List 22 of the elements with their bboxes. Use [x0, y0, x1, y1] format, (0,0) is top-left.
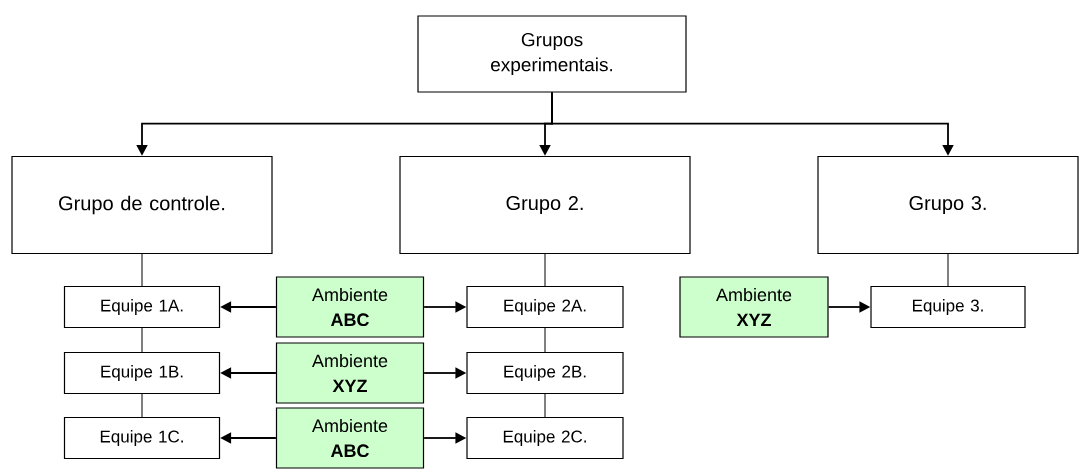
connector-line: [141, 253, 143, 287]
process-box: Grupos experimentais.: [417, 15, 687, 93]
connector-line: [141, 393, 143, 418]
connector-line: [141, 327, 143, 353]
environment-box: Ambiente ABC: [275, 407, 425, 469]
process-box: Equipe 2C.: [466, 416, 624, 460]
process-box: Equipe 2B.: [466, 351, 624, 395]
process-box: Grupo 2.: [399, 155, 691, 255]
process-box: Grupo de controle.: [11, 155, 273, 255]
process-box: Equipe 1A.: [63, 285, 221, 329]
process-box: Equipe 3.: [870, 285, 1026, 329]
environment-box: Ambiente XYZ: [679, 276, 829, 338]
connector-line: [947, 253, 949, 287]
environment-box: Ambiente ABC: [275, 276, 425, 338]
process-box: Grupo 3.: [817, 155, 1079, 255]
process-box: Equipe 1C.: [63, 416, 221, 460]
connector-line: [544, 393, 546, 418]
process-box: Equipe 2A.: [466, 285, 624, 329]
environment-box: Ambiente XYZ: [275, 342, 425, 404]
connector-line: [544, 253, 546, 287]
process-box: Equipe 1B.: [63, 351, 221, 395]
connector-line: [544, 327, 546, 353]
